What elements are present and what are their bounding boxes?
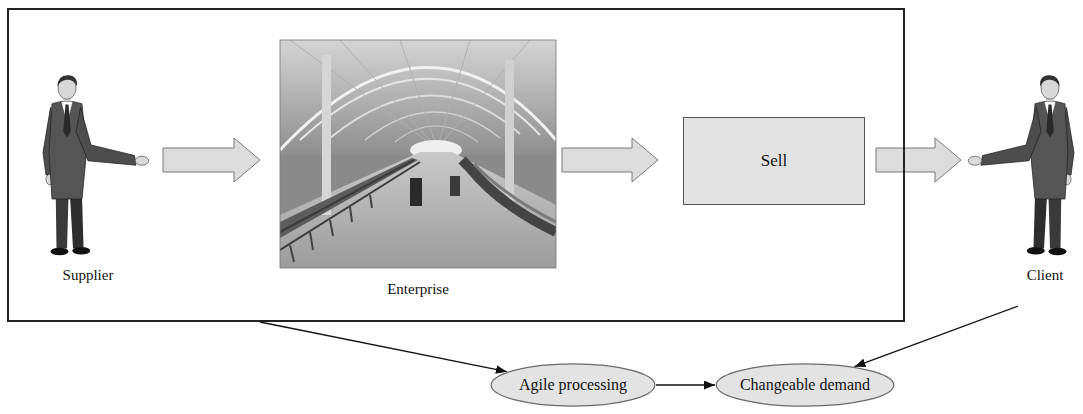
photo-ceiling [280,40,556,155]
factory-photo [280,40,556,268]
figure-label: Client [1027,267,1064,284]
enterprise-node: Enterprise [280,40,556,302]
client-node: Client [975,70,1079,288]
conveyor-right-edge [474,164,556,222]
arrow-line [260,322,507,372]
node-label: Changeable demand [740,376,870,394]
enterprise-boundary: SupplierEnterprise Sell [7,8,905,322]
client-figure [968,75,1074,255]
conveyor-legs [290,195,372,262]
ellipse-shape [491,364,655,406]
block-arrow [876,138,961,182]
ceiling-arch [300,79,540,140]
concept-ellipse: Agile processing [490,363,656,407]
arrow-line [656,384,715,385]
photo-floor [280,152,556,268]
arrow-line [855,306,1018,367]
photo-ground [280,40,556,268]
conveyor-rails [280,160,420,250]
figure-label: Supplier [63,267,114,284]
block-arrow [562,138,658,182]
photo-column [322,55,331,215]
node-label: Agile processing [519,376,627,394]
supplier-node: Supplier [18,70,158,288]
node-label: Sell [761,151,787,171]
ceiling-arch [395,126,478,142]
concept-ellipse: Changeable demand [715,363,895,407]
photo-column [505,60,514,210]
supplier-figure [43,75,149,255]
photo-frame [280,40,556,268]
conveyor-right [462,160,556,232]
figure-label: Enterprise [387,281,449,298]
ellipse-shape [716,364,893,406]
ceiling-arch [280,67,556,150]
machine [450,176,460,196]
block-arrow [163,138,260,182]
machine [410,178,422,206]
process-box: Sell [683,117,865,205]
